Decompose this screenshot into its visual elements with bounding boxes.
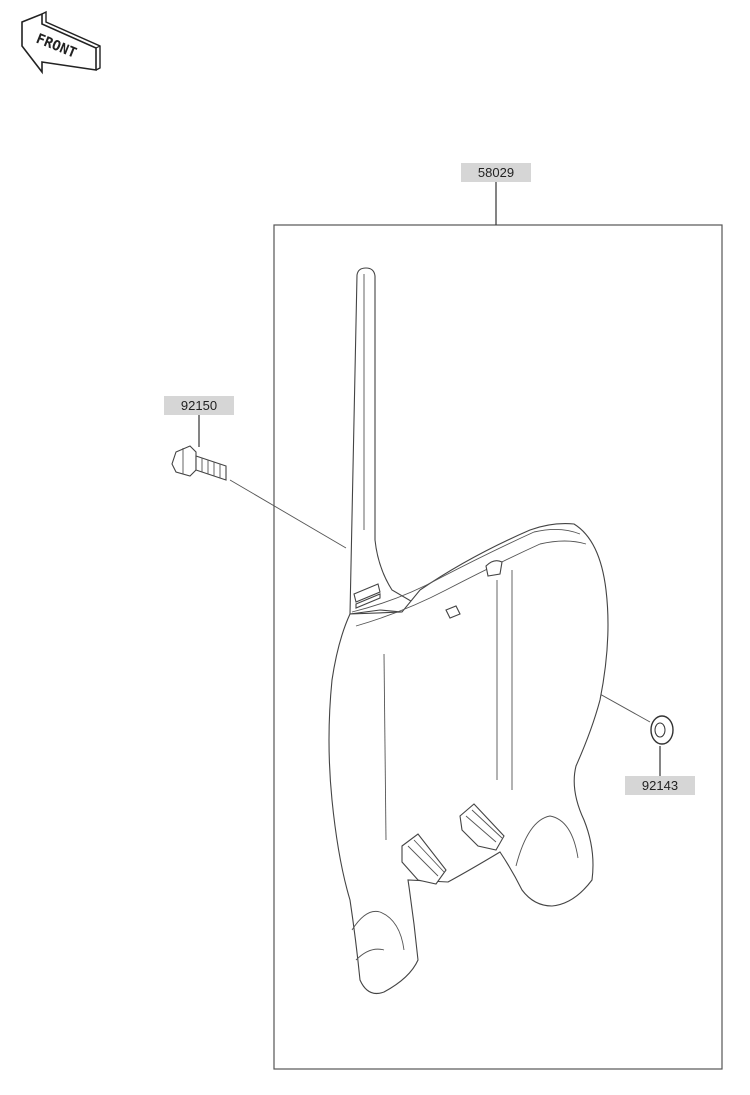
front-arrow-icon: FRONT — [21, 10, 101, 75]
part-label-92143[interactable]: 92143 — [625, 776, 695, 795]
part-label-92150[interactable]: 92150 — [164, 396, 234, 415]
assembly-frame — [273, 224, 723, 1070]
part-number-92150: 92150 — [181, 398, 217, 413]
number-plate-icon — [328, 267, 609, 995]
part-number-92143: 92143 — [642, 778, 678, 793]
bolt-icon — [171, 445, 227, 481]
part-number-58029: 58029 — [478, 165, 514, 180]
part-label-58029[interactable]: 58029 — [461, 163, 531, 182]
bolt-install-line — [229, 479, 347, 549]
washer-icon — [650, 715, 674, 745]
